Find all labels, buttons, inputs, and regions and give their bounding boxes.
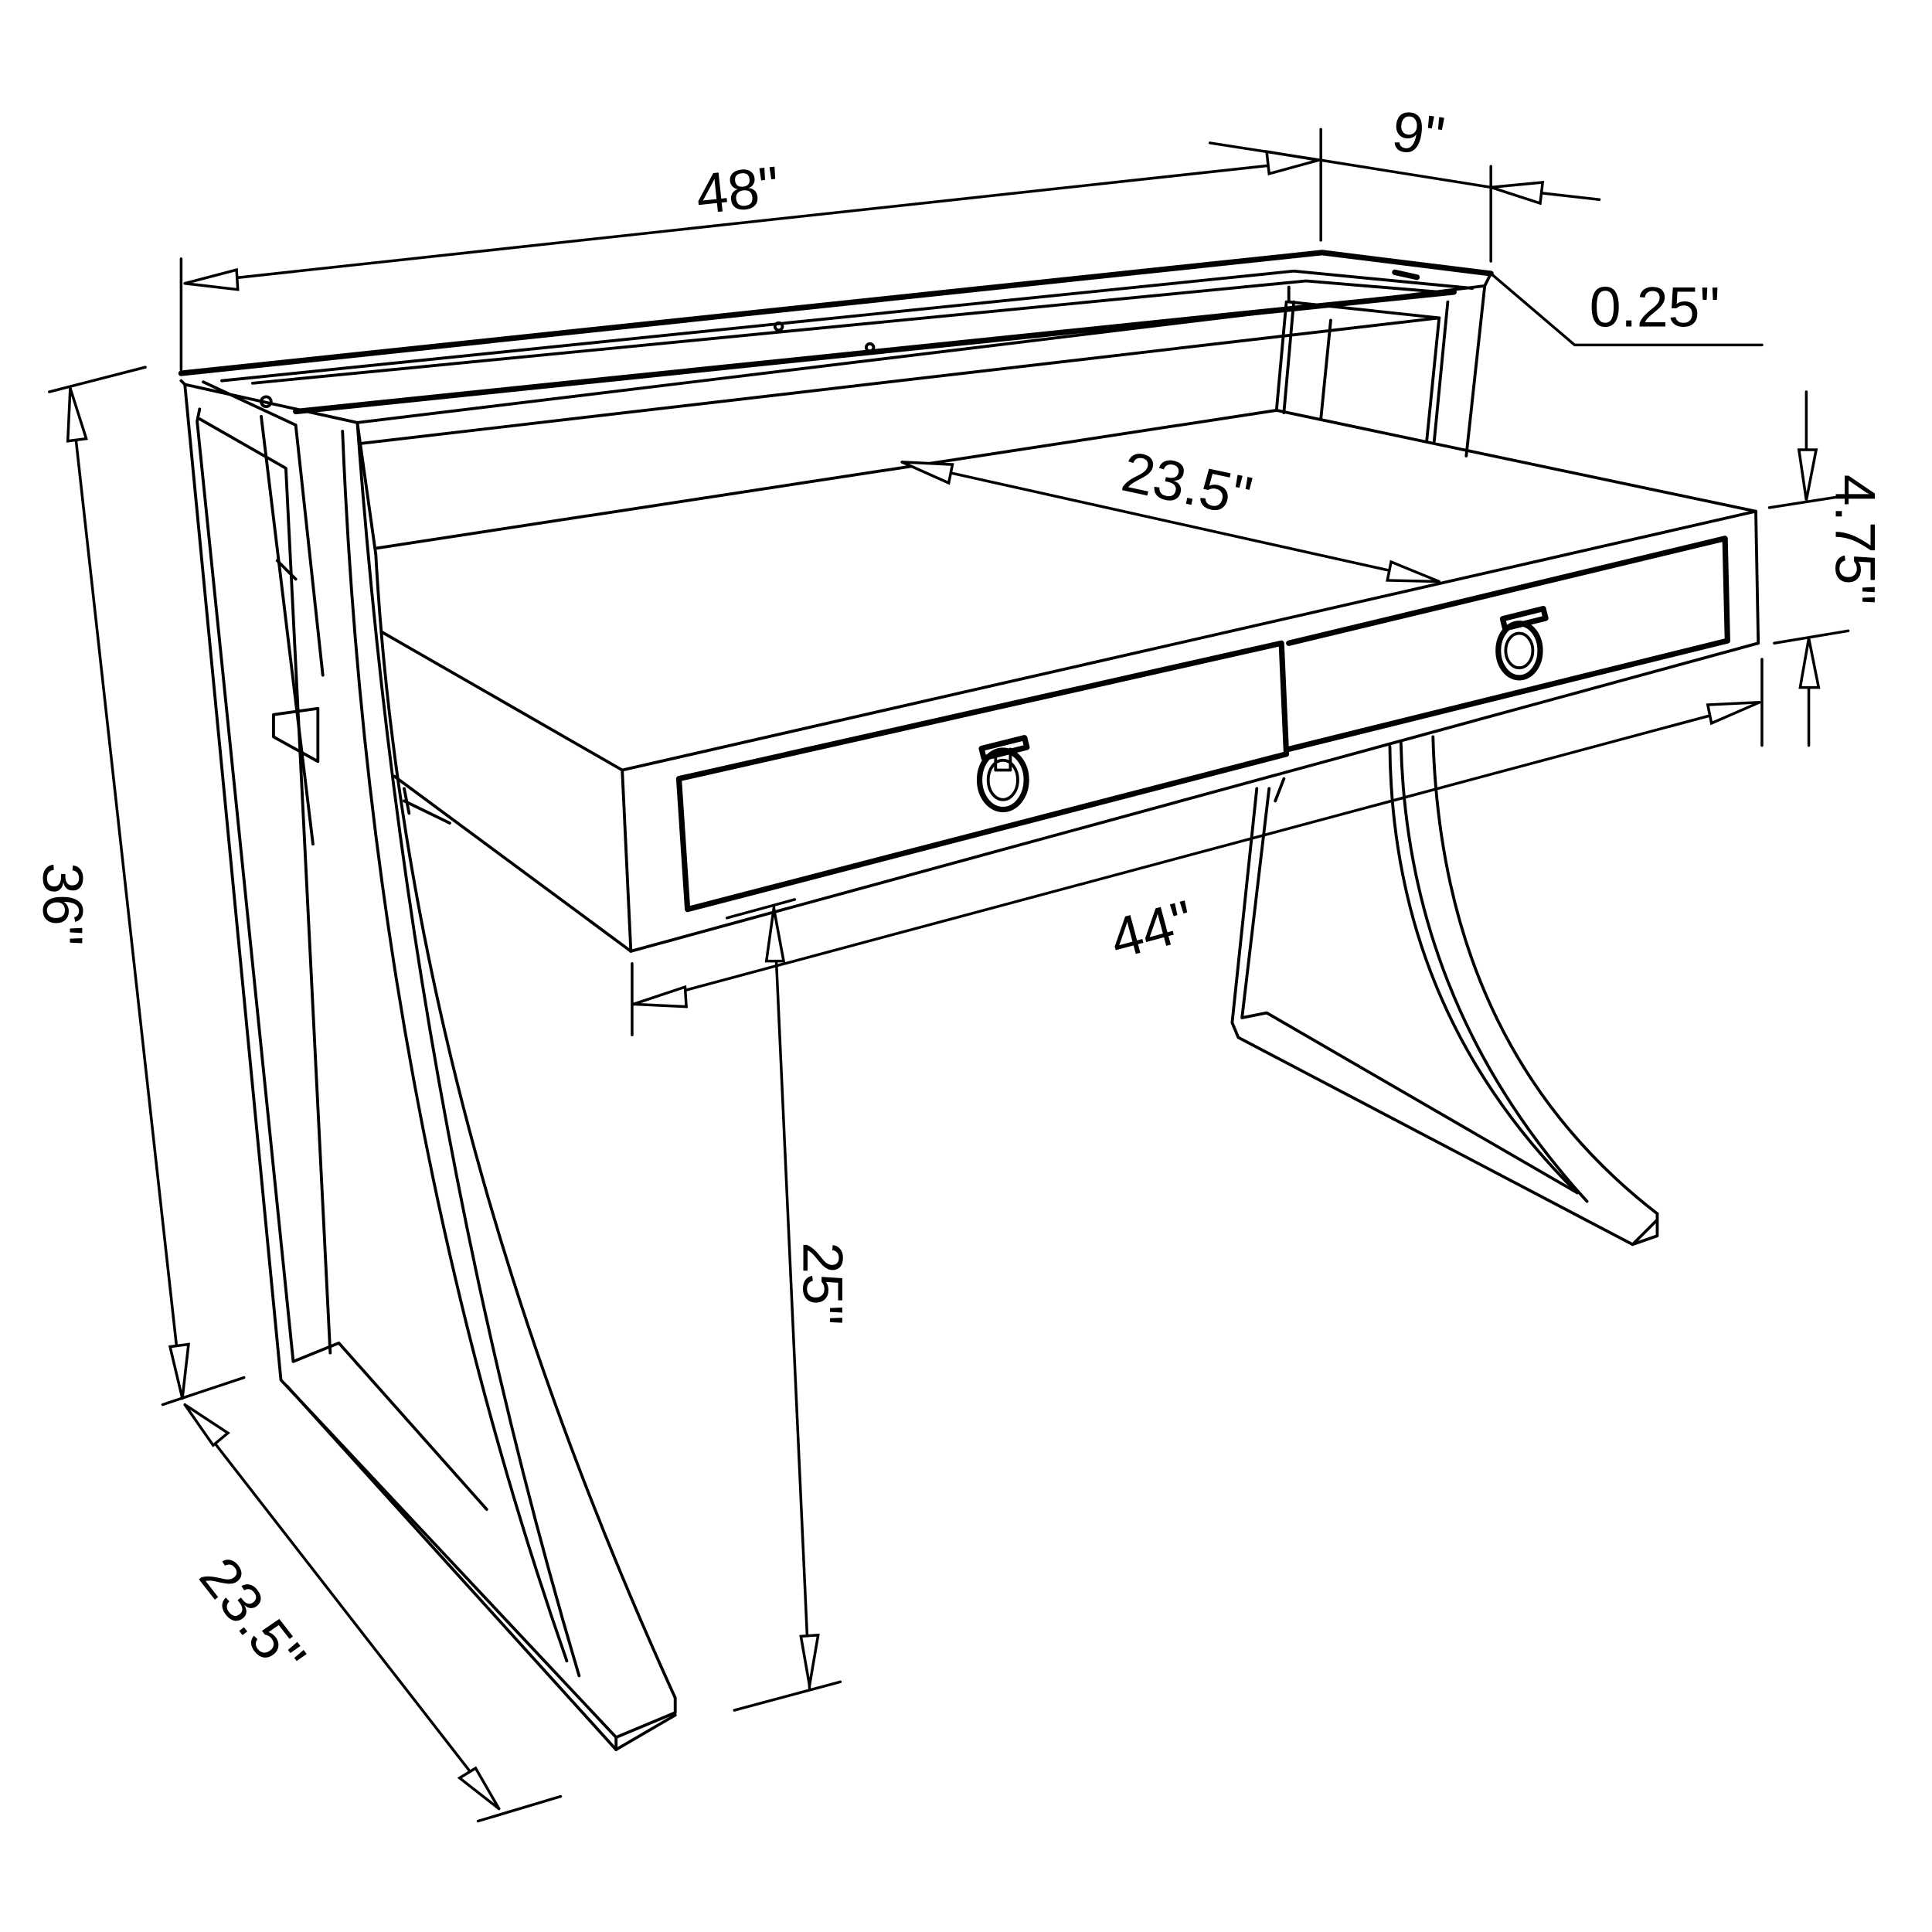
label-top-thickness: 0.25" [1590,276,1720,339]
dimension-apron-height: 4.75" [1767,390,1887,747]
shelf-rear-posts [1274,284,1487,457]
upper-shelf [178,250,1494,445]
dimension-overall-width: 48" [179,128,1322,372]
desk-drawing [178,250,1760,1751]
dimension-shelf-depth: 9" [1208,99,1601,263]
screw-icon [260,395,273,409]
label-knee-clearance: 25" [791,1242,855,1325]
screw-icon [864,342,876,353]
dimension-overall-height: 36" [31,366,246,1406]
label-overall-width: 48" [693,155,783,226]
left-leg [183,383,677,1751]
ring-pull-icon[interactable] [976,735,1030,813]
label-base-depth: 23.5" [187,1546,318,1687]
ring-pull-icon[interactable] [1495,606,1549,681]
label-overall-height: 36" [31,862,94,946]
screw-icon [773,321,784,332]
dimension-knee-clearance: 25" [725,898,855,1712]
desk-top [275,409,1760,953]
dimension-desk-depth: 23.5" [900,440,1440,583]
shelf-left-post [294,420,378,677]
label-shelf-depth: 9" [1388,99,1448,169]
label-apron-height: 4.75" [1824,474,1887,605]
label-drawer-width: 44" [1104,888,1200,971]
dimension-top-thickness: 0.25" [1489,272,1764,347]
drawer-left[interactable] [675,640,1290,913]
right-leg [1230,735,1659,1247]
drawer-right[interactable] [1286,536,1730,752]
dimension-drawer-width: 44" [631,658,1764,1037]
